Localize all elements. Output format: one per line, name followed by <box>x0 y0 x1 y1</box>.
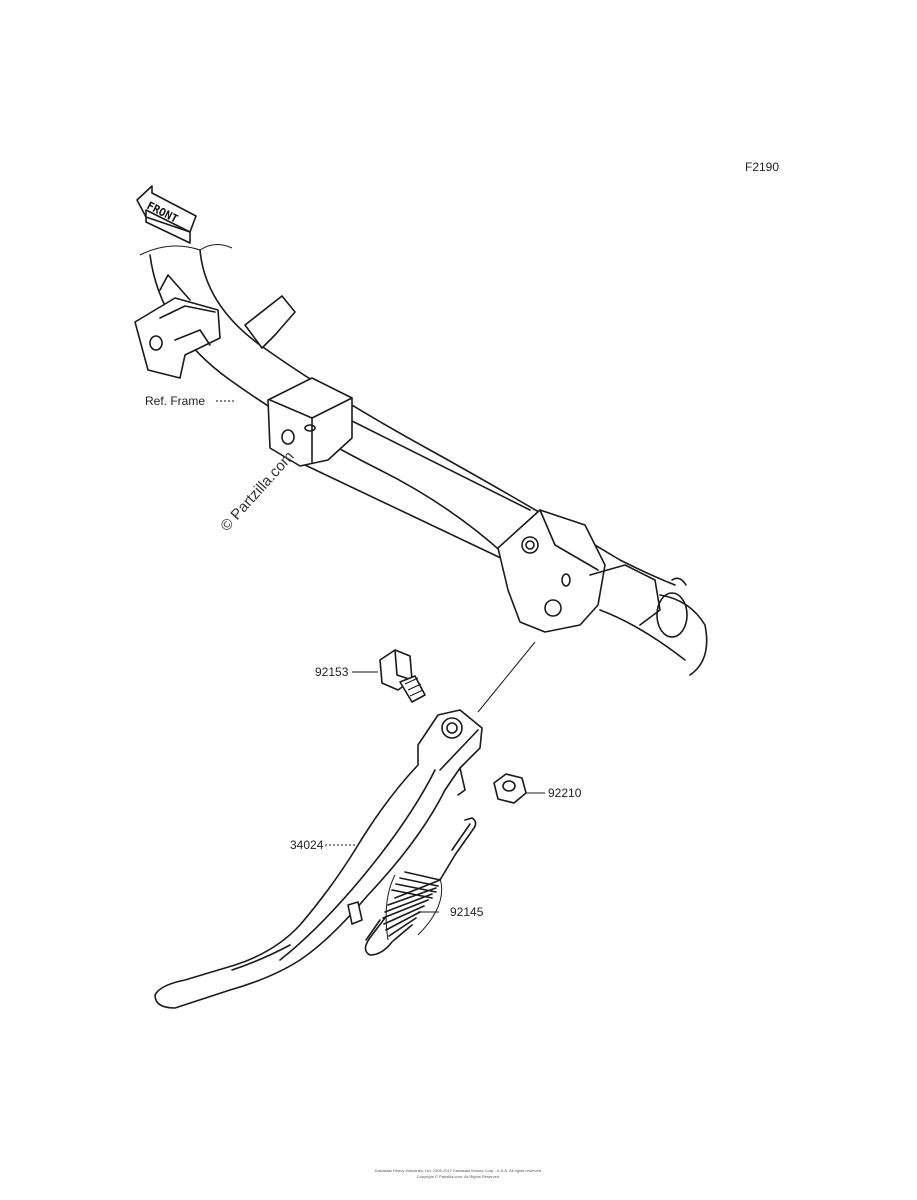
front-arrow-icon: FRONT <box>136 185 197 244</box>
leader-mount <box>477 641 536 713</box>
side-stand <box>154 709 483 1009</box>
label-spring: 92145 <box>450 905 484 919</box>
watermark: © Partzilla.com <box>217 448 297 534</box>
figure-code: F2190 <box>745 160 779 174</box>
nut-icon <box>493 773 527 804</box>
spring-icon <box>364 817 477 956</box>
footer-copyright: Kawasaki Heavy Industries, Ltd. 2008-201… <box>374 1168 543 1173</box>
bolt-icon <box>379 649 426 703</box>
label-stand: 34024 <box>290 838 324 852</box>
label-nut: 92210 <box>548 786 582 800</box>
label-bolt: 92153 <box>315 665 349 679</box>
frame-assembly <box>134 244 708 676</box>
footer-partzilla: Copyright © Partzilla.com. All Rights Re… <box>416 1174 501 1179</box>
label-frame: Ref. Frame <box>145 394 205 408</box>
